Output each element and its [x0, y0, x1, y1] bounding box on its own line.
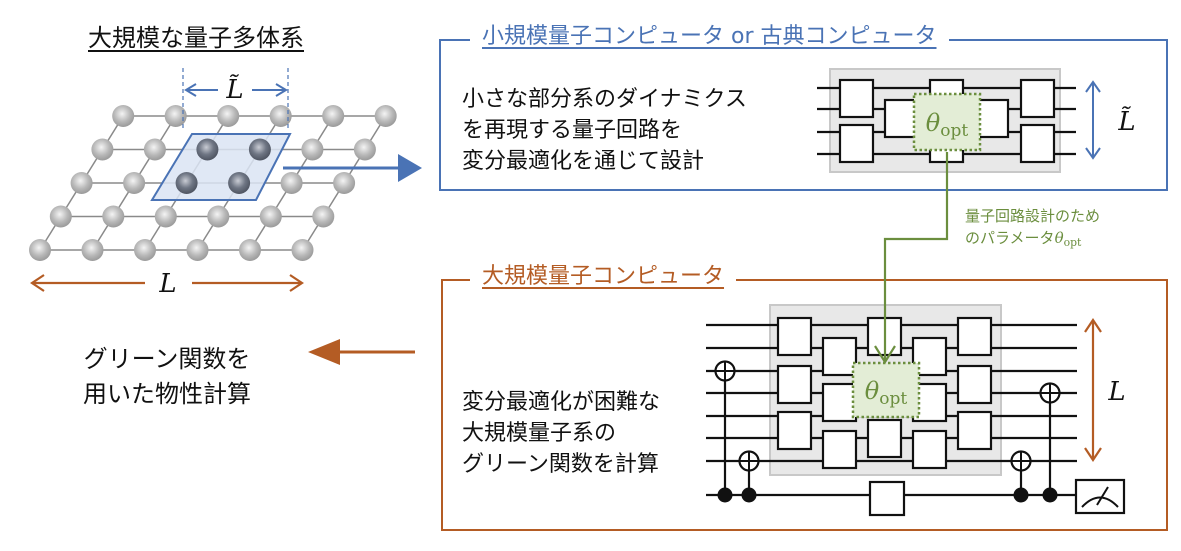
gate-box	[838, 123, 875, 164]
left-title: 大規模な量子多体系	[88, 24, 304, 52]
small-circuit-size-label: L̃	[1117, 106, 1135, 137]
lattice-site	[134, 239, 156, 261]
system-width-arrow	[30, 274, 304, 292]
lattice-site	[123, 172, 146, 194]
result-line: グリーン関数を	[83, 345, 251, 373]
lattice-site	[29, 239, 51, 261]
desc-line: 変分最適化を通じて設計	[462, 149, 705, 174]
parameter-transfer-arrow	[874, 152, 949, 365]
gate-box	[911, 429, 948, 470]
lattice-site	[49, 205, 72, 228]
gate-box	[956, 316, 993, 357]
gate-box	[776, 364, 813, 405]
gate-box	[956, 410, 993, 451]
lattice-site	[312, 205, 335, 228]
lattice-site	[186, 239, 209, 261]
lattice-site	[207, 205, 230, 228]
gate-box	[1019, 78, 1056, 119]
gate-box	[838, 78, 875, 119]
gate-box	[866, 418, 903, 459]
small-computer-title: 小規模量子コンピュータ or 古典コンピュータ	[470, 18, 949, 50]
large-computer-box	[441, 279, 1168, 531]
lattice-site	[70, 172, 93, 194]
lattice-site	[217, 105, 240, 127]
lattice-site	[239, 239, 261, 261]
gate-box	[956, 364, 993, 405]
measurement-icon	[1096, 486, 1109, 506]
to-result-arrow	[308, 339, 415, 365]
large-circuit-size-arrow	[1084, 318, 1102, 462]
theta-opt-label: θopt	[865, 377, 908, 409]
lattice-site	[322, 105, 345, 127]
theta-opt-label: θopt	[926, 109, 969, 141]
lattice-site	[164, 105, 187, 127]
lattice-site	[269, 105, 292, 127]
lattice-site	[143, 138, 166, 161]
gate-box	[776, 316, 813, 357]
cnot-control-dot	[1042, 487, 1058, 503]
desc-line: 大規模量子系の	[462, 421, 617, 446]
lattice-site	[91, 138, 114, 161]
large-quantum-circuit: θopt	[706, 304, 1126, 517]
subsystem-site	[175, 172, 198, 194]
subsystem-site	[228, 172, 251, 194]
gate-box	[821, 429, 858, 470]
theta-symbol: θ	[1054, 229, 1064, 247]
large-computer-title: 大規模量子コンピュータ	[470, 258, 737, 290]
theta-opt-box	[851, 361, 921, 419]
gate-box	[1019, 123, 1056, 164]
lattice-site	[102, 205, 125, 228]
lattice-site	[112, 105, 135, 127]
small-computer-description: 小さな部分系のダイナミクス を再現する量子回路を 変分最適化を通じて設計	[462, 84, 747, 177]
annotation-line2: のパラメータθopt	[965, 229, 1082, 250]
subsystem-label: L̃	[225, 74, 243, 105]
lattice-site	[259, 205, 282, 228]
gate-box	[821, 382, 858, 423]
theta-opt-box	[912, 92, 982, 152]
result-text: グリーン関数を 用いた物性計算	[83, 342, 251, 412]
gate-box	[821, 336, 858, 377]
subsystem-site	[196, 138, 219, 161]
lattice-site	[374, 105, 397, 127]
lattice-site	[280, 172, 303, 194]
lattice-site	[301, 138, 324, 161]
result-line: 用いた物性計算	[83, 380, 251, 408]
subsystem-site	[248, 138, 271, 161]
desc-line: 変分最適化が困難な	[462, 390, 661, 415]
system-label: L	[158, 269, 176, 299]
annotation-line1: 量子回路設計のため	[965, 207, 1101, 225]
lattice-site	[291, 239, 314, 261]
desc-line: グリーン関数を計算	[462, 452, 659, 477]
lattice-site	[81, 239, 104, 261]
large-computer-description: 変分最適化が困難な 大規模量子系の グリーン関数を計算	[462, 387, 660, 480]
gate-box	[776, 410, 813, 451]
cnot-control-dot	[1013, 487, 1029, 503]
parameter-annotation: 量子回路設計のため のパラメータθopt	[965, 205, 1100, 254]
lattice	[29, 105, 397, 261]
cnot-control-dot	[717, 487, 733, 503]
lattice-site	[333, 172, 356, 194]
desc-line: 小さな部分系のダイナミクス	[462, 87, 747, 112]
gate-box	[868, 480, 906, 517]
desc-line: を再現する量子回路を	[462, 118, 683, 143]
subsystem-width-arrow	[184, 83, 288, 97]
lattice-site	[353, 138, 376, 161]
lattice-site	[154, 205, 177, 228]
measurement-icon	[1081, 496, 1119, 508]
large-circuit-size-label: L	[1107, 377, 1125, 407]
to-small-computer-arrow	[283, 154, 422, 182]
small-circuit-size-arrow	[1085, 80, 1101, 160]
cnot-control-dot	[741, 487, 757, 503]
small-quantum-circuit: θopt	[817, 68, 1076, 173]
